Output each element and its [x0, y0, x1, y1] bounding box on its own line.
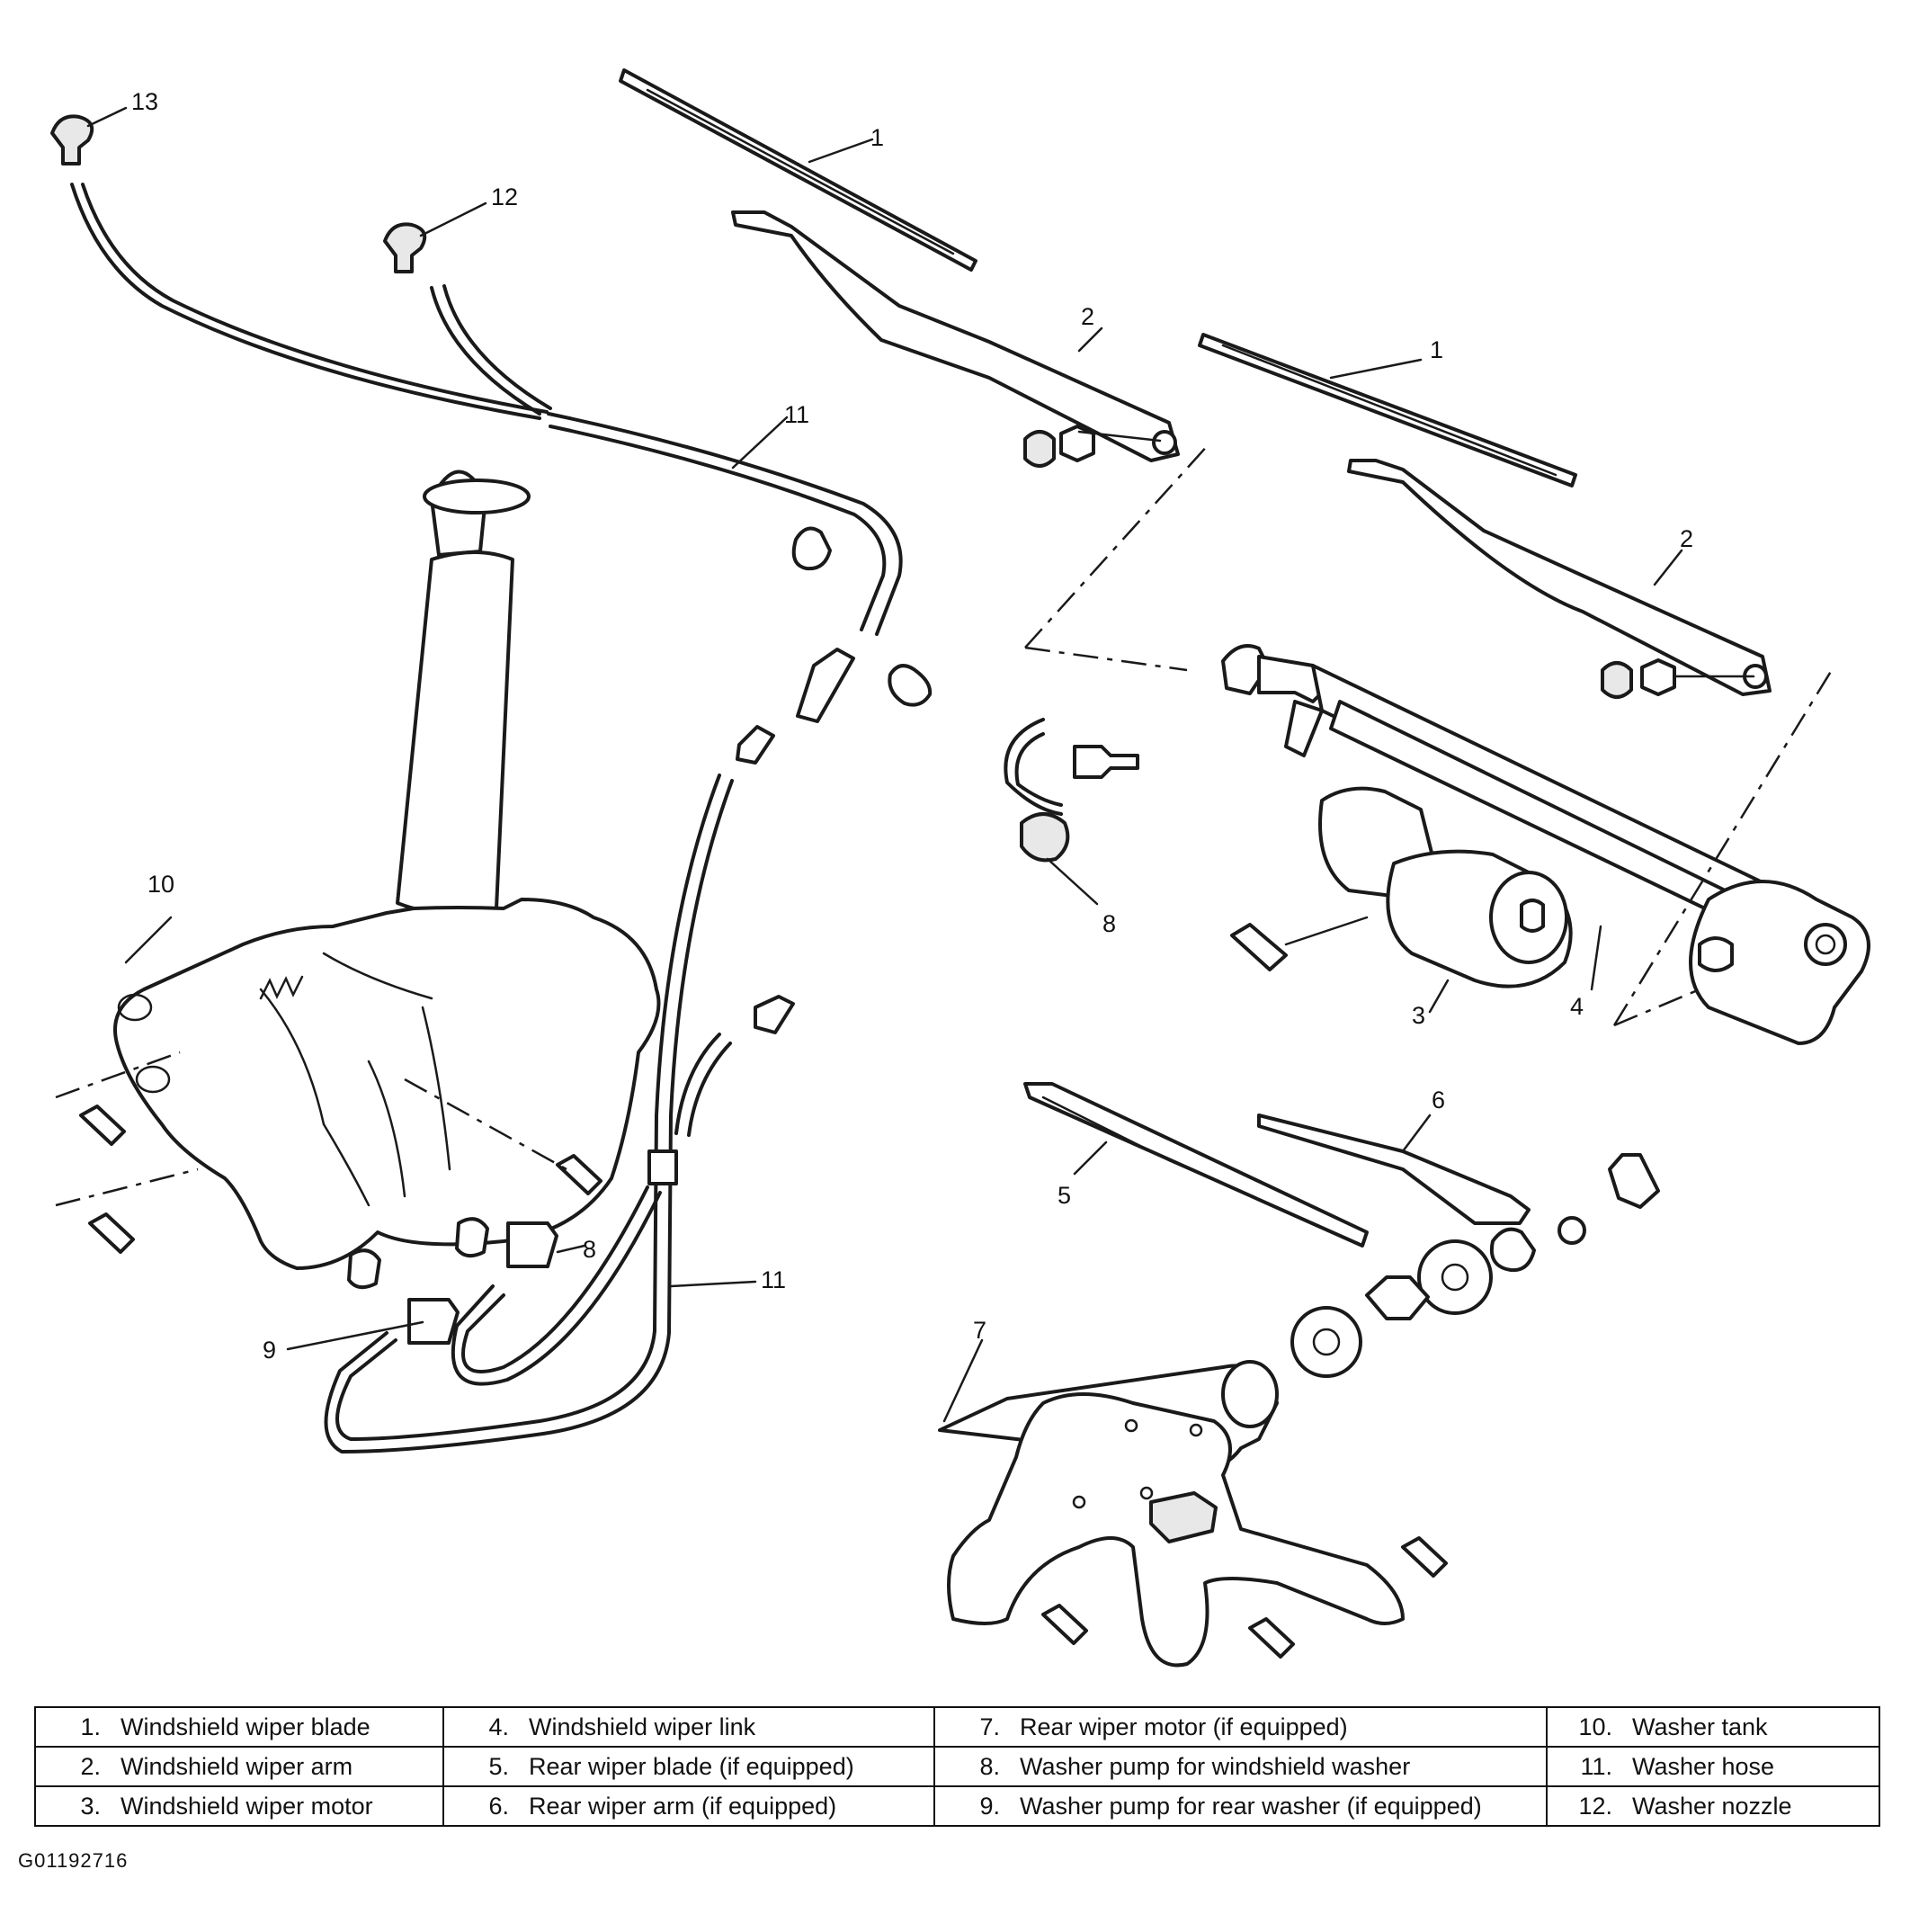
callout-11-upper: 11 — [784, 401, 809, 428]
legend-row: 2.Windshield wiper arm 5.Rear wiper blad… — [34, 1746, 1880, 1787]
callout-10: 10 — [147, 871, 174, 898]
callout-13: 13 — [131, 88, 158, 115]
washer-hose-lower — [324, 774, 795, 1453]
parts-legend-table: 1.Windshield wiper blade 4.Windshield wi… — [34, 1706, 1880, 1827]
washer-nozzle-12 — [383, 201, 487, 273]
callout-3: 3 — [1412, 1002, 1425, 1029]
washer-pump-8-upper — [1004, 718, 1139, 906]
callout-5: 5 — [1058, 1182, 1071, 1209]
legend-cell: 11.Washer hose — [1546, 1746, 1880, 1787]
legend-cell: 2.Windshield wiper arm — [34, 1746, 444, 1787]
wiper-blade-right — [1198, 333, 1577, 487]
legend-cell: 8.Washer pump for windshield washer — [933, 1746, 1548, 1787]
washer-pumps — [286, 1217, 586, 1351]
wiper-washer-exploded-diagram: 1 2 1 2 11 12 13 10 8 3 4 6 5 8 11 9 7 — [50, 68, 1870, 1668]
legend-cell: 7.Rear wiper motor (if equipped) — [933, 1706, 1548, 1748]
wiper-motor-3 — [1230, 786, 1573, 1014]
callout-2-left: 2 — [1081, 303, 1094, 330]
legend-row: 3.Windshield wiper motor 6.Rear wiper ar… — [34, 1785, 1880, 1827]
callout-8-lower: 8 — [583, 1236, 596, 1263]
wiper-blade-left — [619, 68, 977, 272]
callout-9: 9 — [263, 1337, 276, 1364]
rear-wiper-blade-5 — [1023, 1082, 1369, 1248]
callout-11-lower: 11 — [761, 1266, 786, 1293]
callout-12: 12 — [491, 183, 518, 210]
legend-cell: 10.Washer tank — [1546, 1706, 1880, 1748]
callout-2-right: 2 — [1680, 525, 1693, 552]
rear-wiper-arm-6 — [1257, 1114, 1660, 1273]
wiper-link-4 — [1024, 443, 1870, 1045]
wiper-arm-left — [731, 210, 1180, 468]
wiper-arm-right — [1347, 459, 1772, 699]
legend-row: 1.Windshield wiper blade 4.Windshield wi… — [34, 1706, 1880, 1748]
legend-cell: 12.Washer nozzle — [1546, 1785, 1880, 1827]
callout-7: 7 — [973, 1317, 986, 1344]
callout-1-left: 1 — [870, 124, 884, 151]
legend-cell: 6.Rear wiper arm (if equipped) — [442, 1785, 935, 1827]
legend-cell: 1.Windshield wiper blade — [34, 1706, 444, 1748]
washer-hose-upper — [70, 183, 933, 765]
washer-nozzle-13 — [50, 106, 128, 165]
rear-wiper-motor-7 — [938, 1239, 1493, 1668]
callout-4: 4 — [1570, 993, 1584, 1020]
legend-cell: 3.Windshield wiper motor — [34, 1785, 444, 1827]
legend-cell: 9.Washer pump for rear washer (if equipp… — [933, 1785, 1548, 1827]
washer-tank-10 — [55, 470, 661, 1270]
legend-cell: 4.Windshield wiper link — [442, 1706, 935, 1748]
figure-id: G01192716 — [18, 1849, 129, 1872]
callout-1-right: 1 — [1430, 336, 1443, 363]
callout-8-upper: 8 — [1102, 910, 1116, 937]
legend-cell: 5.Rear wiper blade (if equipped) — [442, 1746, 935, 1787]
callout-6: 6 — [1432, 1087, 1445, 1114]
